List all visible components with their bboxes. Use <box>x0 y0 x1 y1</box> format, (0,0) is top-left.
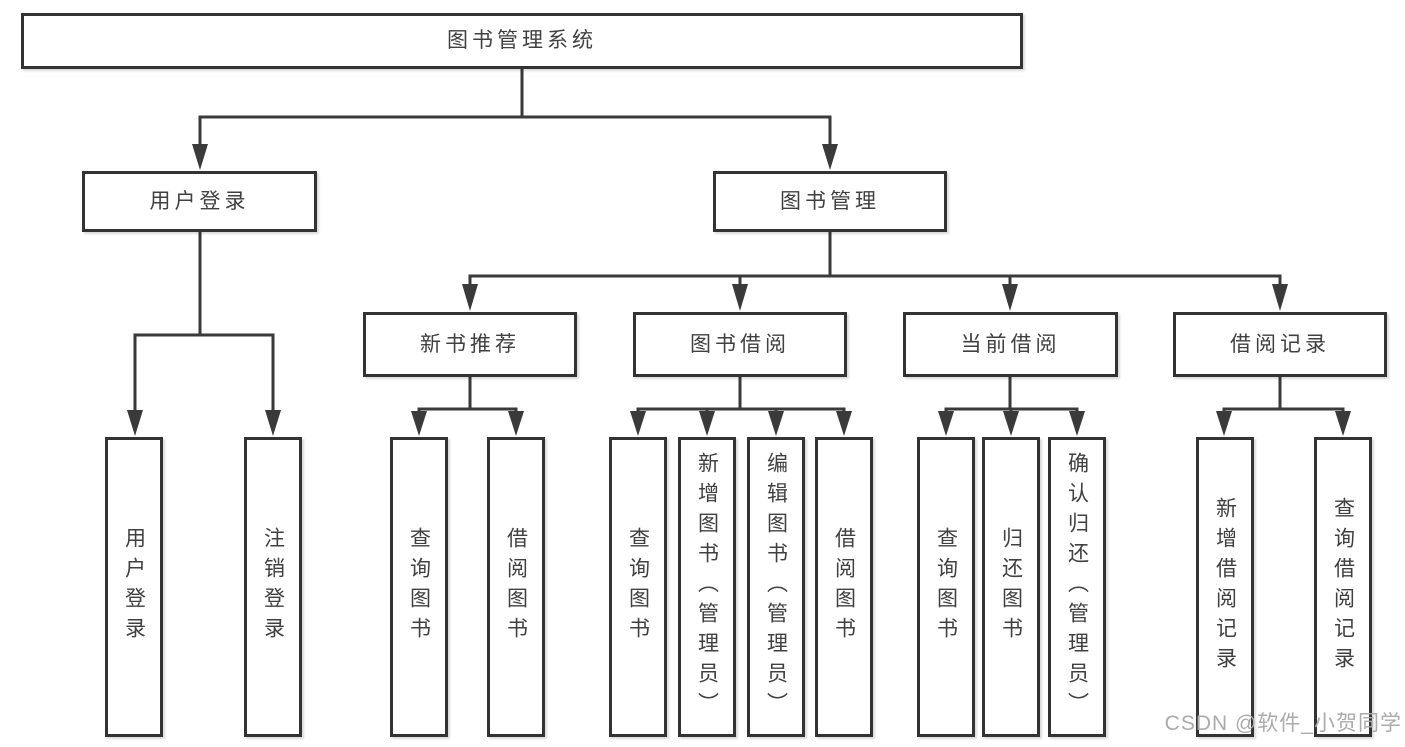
leaf-query-books-1: 查询图书 <box>390 437 448 737</box>
node-current-borrowing-label: 当前借阅 <box>960 332 1061 356</box>
csdn-watermark: CSDN @软件_小贺同学 <box>1164 712 1402 735</box>
node-book-management-label: 图书管理 <box>780 189 880 213</box>
leaf-query-books-3-label: 查询图书 <box>934 527 958 647</box>
leaf-borrow-books-2-label: 借阅图书 <box>832 527 856 647</box>
node-book-management: 图书管理 <box>713 171 947 232</box>
leaf-return-books-label: 归还图书 <box>999 527 1023 647</box>
leaf-query-borrow-record: 查询借阅记录 <box>1314 437 1372 737</box>
node-current-borrowing: 当前借阅 <box>903 312 1118 377</box>
leaf-borrow-books-1: 借阅图书 <box>487 437 545 737</box>
leaf-user-login: 用户登录 <box>105 437 163 737</box>
node-book-borrowing-label: 图书借阅 <box>690 332 790 356</box>
node-user-login-label: 用户登录 <box>149 189 250 213</box>
node-root: 图书管理系统 <box>21 13 1023 69</box>
node-new-book-recommend-label: 新书推荐 <box>420 332 520 356</box>
leaf-logout: 注销登录 <box>244 437 302 737</box>
leaf-add-books-admin: 新增图书（管理员） <box>678 437 736 737</box>
leaf-add-books-admin-label: 新增图书（管理员） <box>695 452 719 722</box>
leaf-edit-books-admin-label: 编辑图书（管理员） <box>764 452 788 722</box>
leaf-query-books-2: 查询图书 <box>609 437 667 737</box>
leaf-borrow-books-2: 借阅图书 <box>815 437 873 737</box>
node-book-borrowing: 图书借阅 <box>633 312 847 377</box>
leaf-confirm-return-admin-label: 确认归还（管理员） <box>1065 452 1089 722</box>
node-user-login: 用户登录 <box>82 171 317 232</box>
leaf-query-borrow-record-label: 查询借阅记录 <box>1331 497 1355 677</box>
node-new-book-recommend: 新书推荐 <box>363 312 577 377</box>
leaf-edit-books-admin: 编辑图书（管理员） <box>747 437 805 737</box>
leaf-query-books-3: 查询图书 <box>917 437 975 737</box>
node-borrowing-records-label: 借阅记录 <box>1230 332 1330 356</box>
leaf-add-borrow-record: 新增借阅记录 <box>1196 437 1254 737</box>
leaf-logout-label: 注销登录 <box>261 527 285 647</box>
node-root-label: 图书管理系统 <box>447 29 597 53</box>
leaf-query-books-1-label: 查询图书 <box>407 527 431 647</box>
leaf-borrow-books-1-label: 借阅图书 <box>504 527 528 647</box>
leaf-user-login-label: 用户登录 <box>122 527 146 647</box>
leaf-query-books-2-label: 查询图书 <box>626 527 650 647</box>
node-borrowing-records: 借阅记录 <box>1173 312 1387 377</box>
leaf-return-books: 归还图书 <box>982 437 1040 737</box>
leaf-confirm-return-admin: 确认归还（管理员） <box>1048 437 1106 737</box>
leaf-add-borrow-record-label: 新增借阅记录 <box>1213 497 1237 677</box>
